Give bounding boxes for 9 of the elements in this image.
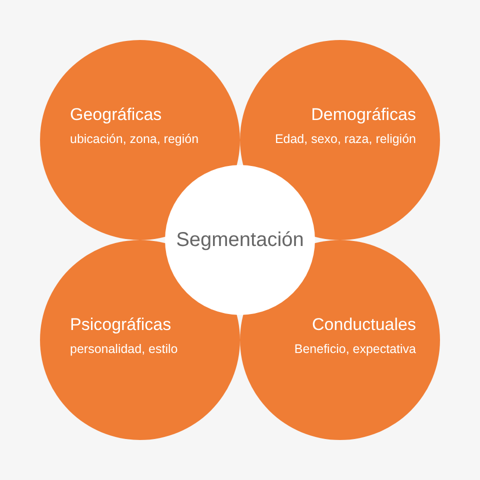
category-description: Beneficio, expectativa [294, 341, 416, 358]
category-description: personalidad, estilo [70, 341, 178, 358]
category-title: Geográficas [70, 104, 162, 126]
category-title: Demográficas [311, 104, 416, 126]
category-description: Edad, sexo, raza, religión [274, 131, 416, 148]
center-label: Segmentación [176, 228, 304, 253]
category-description: ubicación, zona, región [70, 131, 199, 148]
category-title: Psicográficas [70, 314, 172, 336]
category-title: Conductuales [312, 314, 416, 336]
